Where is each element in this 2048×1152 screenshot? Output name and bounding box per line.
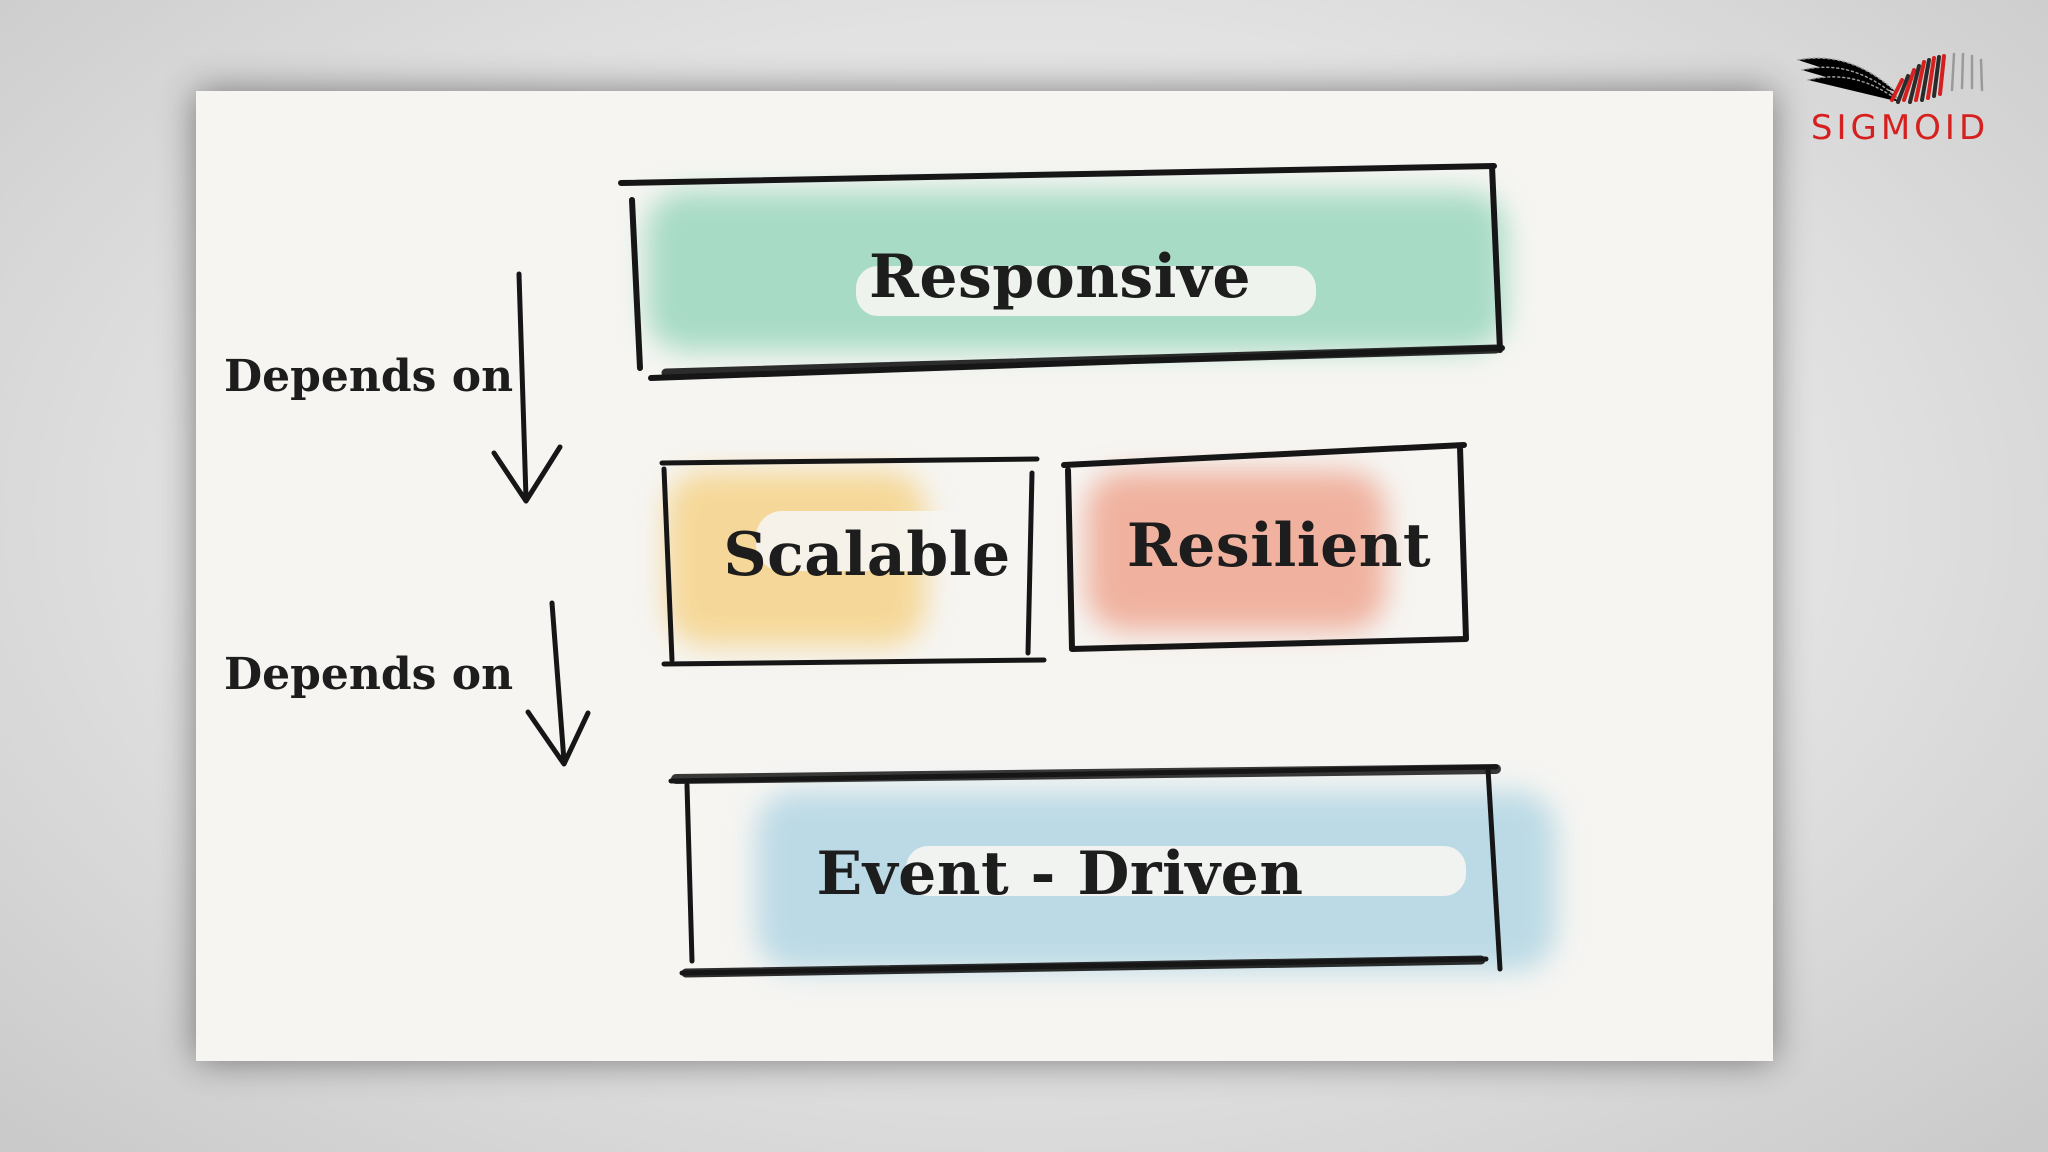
resilient-box-outline	[1061, 442, 1469, 652]
scalable-box-outline	[659, 456, 1047, 667]
depends-on-label-2: Depends on	[224, 649, 514, 700]
sigmoid-logo-text: SIGMOID	[1810, 108, 1990, 148]
depends-on-label-1: Depends on	[224, 351, 514, 402]
slide-canvas: Responsive Scalable Resilient Event - Dr…	[196, 91, 1773, 1061]
responsive-label: Responsive	[868, 242, 1252, 312]
responsive-box-outline	[618, 163, 1505, 381]
arrow-down-2	[525, 600, 591, 767]
resilient-label: Resilient	[1126, 511, 1432, 581]
event-driven-label: Event - Driven	[816, 839, 1304, 909]
sigmoid-logo-icon	[1797, 52, 1984, 104]
arrow-down-1	[491, 271, 563, 504]
diagram-sketch	[491, 163, 1556, 978]
resilient-wash	[1086, 471, 1386, 631]
scalable-label: Scalable	[723, 520, 1011, 590]
